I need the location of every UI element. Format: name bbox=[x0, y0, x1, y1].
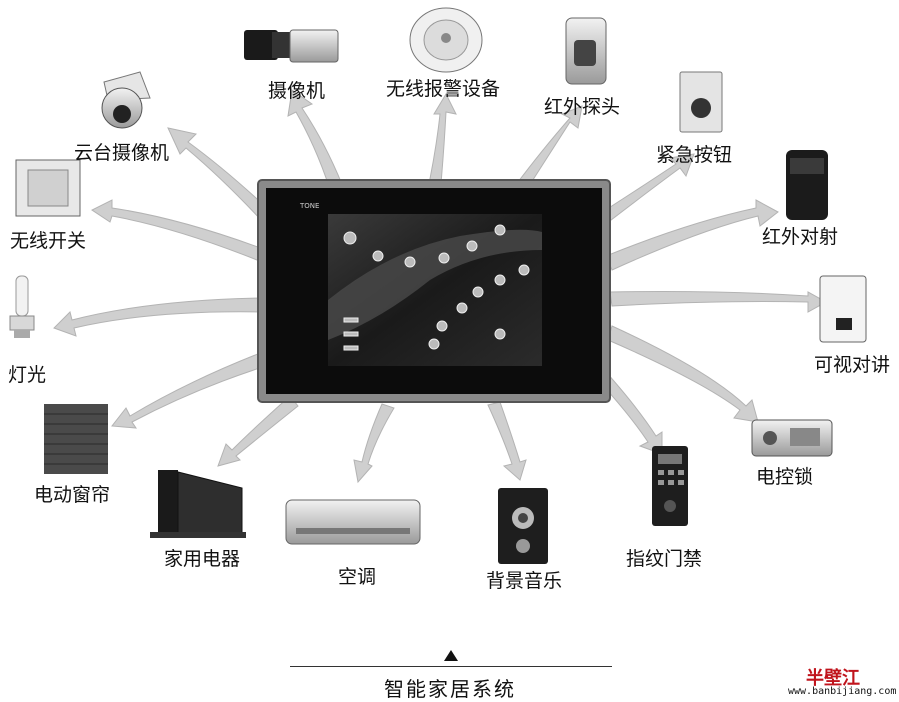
arrow-background-music bbox=[487, 401, 527, 481]
video-intercom-icon bbox=[819, 275, 867, 343]
label-air-conditioner: 空调 bbox=[338, 566, 377, 588]
arrows bbox=[53, 89, 828, 484]
label-infrared-beam: 红外对射 bbox=[762, 226, 839, 248]
label-ptz-camera: 云台摄像机 bbox=[74, 142, 170, 164]
arrow-infrared-beam bbox=[605, 199, 779, 271]
air-conditioner-icon bbox=[285, 499, 421, 545]
switch-icon bbox=[15, 159, 81, 217]
label-background-music: 背景音乐 bbox=[486, 570, 563, 592]
arrow-fingerprint-access bbox=[597, 371, 663, 455]
arrow-home-appliances bbox=[217, 395, 299, 467]
label-video-intercom: 可视对讲 bbox=[814, 354, 891, 376]
label-wireless-switch: 无线开关 bbox=[10, 230, 87, 252]
speaker-icon bbox=[498, 488, 548, 564]
panel-brand: TONE bbox=[299, 202, 319, 210]
arrow-electric-lock bbox=[607, 325, 759, 423]
label-home-appliances: 家用电器 bbox=[164, 548, 241, 570]
watermark-url: www.banbijiang.com bbox=[788, 686, 897, 697]
caption-marker bbox=[444, 650, 458, 661]
tv-icon bbox=[150, 470, 246, 538]
infrared-probe-icon bbox=[565, 17, 607, 85]
curtain-icon bbox=[44, 404, 108, 474]
arrow-wireless-alarm bbox=[425, 92, 457, 199]
label-lighting: 灯光 bbox=[8, 364, 47, 386]
ptz-camera-icon bbox=[101, 71, 151, 129]
label-fingerprint-access: 指纹门禁 bbox=[626, 548, 703, 570]
label-infrared-probe: 红外探头 bbox=[544, 96, 621, 118]
arrow-air-conditioner bbox=[353, 403, 395, 484]
arrow-motorized-curtain bbox=[111, 349, 273, 429]
fingerprint-access-icon bbox=[652, 446, 688, 526]
arrow-infrared-probe bbox=[505, 105, 583, 201]
infrared-beam-icon bbox=[786, 150, 828, 220]
arrow-emergency-button bbox=[589, 153, 695, 231]
label-motorized-curtain: 电动窗帘 bbox=[34, 484, 111, 506]
label-camera: 摄像机 bbox=[268, 80, 326, 102]
label-emergency-button: 紧急按钮 bbox=[656, 144, 733, 166]
arrow-lighting bbox=[53, 297, 263, 337]
watermark-logo: 半壁江 bbox=[806, 668, 860, 689]
caption-rule bbox=[290, 666, 612, 667]
camera-icon bbox=[244, 29, 339, 63]
electric-lock-icon bbox=[751, 419, 833, 457]
arrow-wireless-switch bbox=[91, 199, 267, 263]
control-panel: TONE bbox=[257, 179, 611, 403]
emergency-button-icon bbox=[679, 71, 723, 133]
wireless-alarm-icon bbox=[409, 7, 483, 73]
arrow-video-intercom bbox=[609, 291, 828, 313]
label-wireless-alarm: 无线报警设备 bbox=[386, 78, 501, 100]
label-electric-lock: 电控锁 bbox=[756, 466, 814, 488]
figure-caption: 智能家居系统 bbox=[384, 677, 516, 701]
screen-icons bbox=[343, 224, 530, 351]
lamp-icon bbox=[9, 275, 35, 338]
